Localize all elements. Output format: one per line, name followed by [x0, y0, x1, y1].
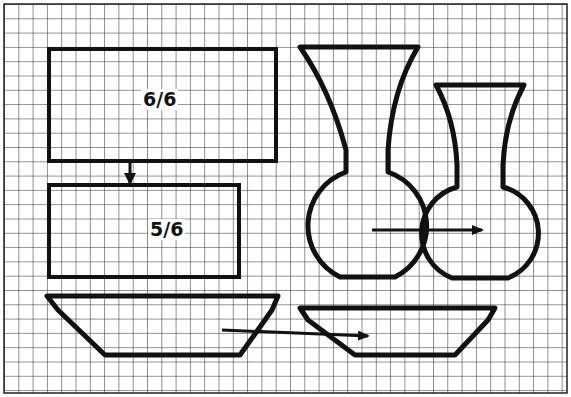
- rectangle-box: 5/6: [47, 183, 241, 279]
- vase-arrow: [372, 229, 482, 232]
- small-vase: [422, 85, 539, 278]
- fraction-label: 6/6: [141, 89, 178, 110]
- grid: [4, 4, 567, 393]
- bowl-arrow: [222, 330, 368, 336]
- down-arrow: [129, 163, 132, 183]
- rectangle-box: 6/6: [47, 47, 278, 163]
- large-bowl: [47, 296, 278, 355]
- large-vase: [300, 47, 427, 277]
- fraction-label: 5/6: [148, 219, 185, 240]
- small-bowl: [300, 308, 495, 355]
